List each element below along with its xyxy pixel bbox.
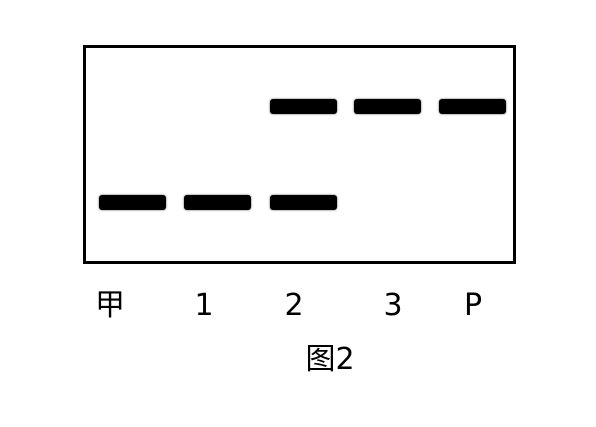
lane-label-P: P: [463, 288, 483, 323]
figure-caption: 图2: [305, 342, 355, 377]
lane-label-3: 3: [383, 288, 403, 323]
band-lane-3-upper: [354, 99, 421, 114]
band-lane-jia-lower: [99, 195, 166, 210]
band-lane-2-lower: [270, 195, 337, 210]
band-lane-P-upper: [439, 99, 506, 114]
lane-label-2: 2: [284, 288, 304, 323]
band-lane-1-lower: [184, 195, 251, 210]
lane-label-jia: 甲: [95, 288, 125, 323]
gel-frame: [83, 45, 516, 264]
lane-label-1: 1: [194, 288, 214, 323]
band-lane-2-upper: [270, 99, 337, 114]
